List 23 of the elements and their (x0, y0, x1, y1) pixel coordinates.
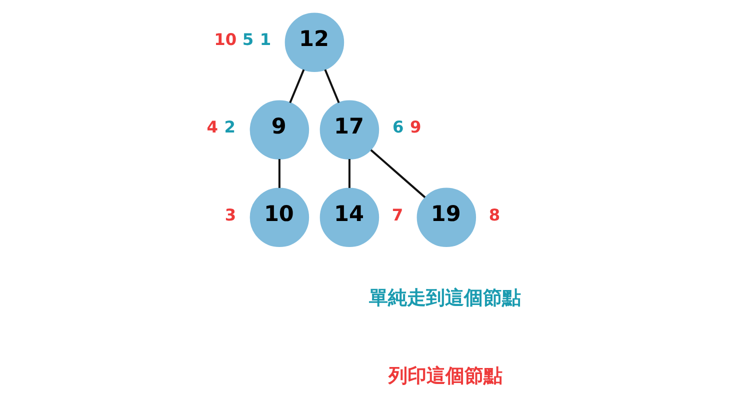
node-label: 6 (392, 118, 404, 137)
node-label: 3 (224, 205, 236, 224)
node-circle: 14 (320, 188, 380, 248)
node-label: 2 (224, 118, 236, 137)
node-label: 9 (410, 118, 422, 137)
connector (289, 69, 305, 104)
legend-label: 列印這個節點 (388, 366, 503, 387)
connector (278, 159, 280, 188)
node-label: 7 (392, 205, 404, 224)
node-label: 10 (214, 30, 237, 50)
node-label: 4 (206, 118, 218, 137)
node-label: 1 (260, 30, 272, 50)
legend-label: 單純走到這個節點 (368, 288, 521, 309)
node-circle: 12 (284, 12, 344, 72)
node-label: 5 (242, 30, 254, 50)
node-circle: 9 (250, 100, 310, 160)
connector (324, 69, 340, 104)
connector (348, 159, 350, 188)
node-circle: 19 (416, 188, 476, 248)
node-label: 8 (488, 205, 500, 224)
node-circle: 10 (250, 188, 310, 248)
connector (370, 149, 426, 198)
node-circle: 17 (320, 100, 380, 160)
